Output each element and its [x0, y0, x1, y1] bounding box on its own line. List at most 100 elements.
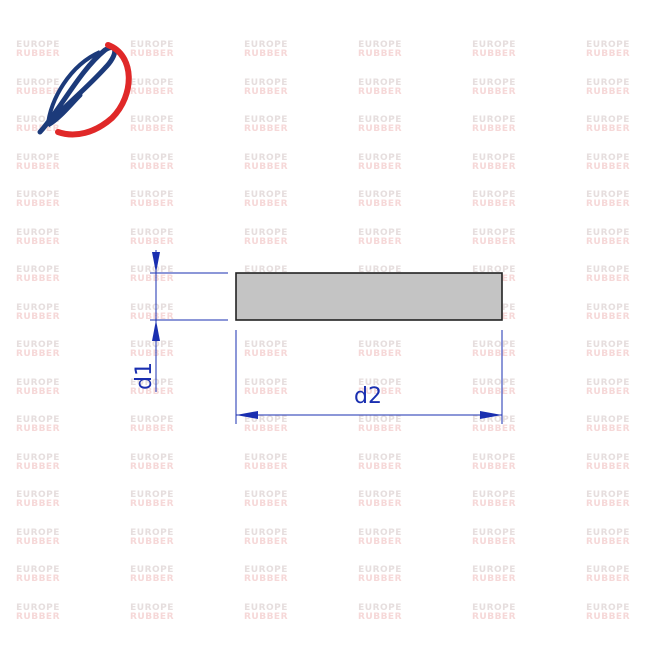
- watermark-line1: EUROPE: [130, 415, 174, 425]
- watermark-line1: EUROPE: [16, 415, 60, 425]
- watermark-line2: RUBBER: [243, 386, 289, 397]
- watermark-line2: RUBBER: [585, 536, 631, 547]
- watermark-line1: EUROPE: [586, 377, 630, 388]
- dimension-d2: [235, 330, 503, 424]
- watermark-line1: EUROPE: [586, 265, 630, 275]
- watermark-line2: RUBBER: [243, 536, 289, 547]
- watermark-line2: RUBBER: [243, 124, 289, 134]
- watermark-line1: EUROPE: [16, 452, 60, 463]
- watermark-line1: EUROPE: [358, 340, 402, 350]
- watermark-line2: RUBBER: [15, 424, 61, 434]
- watermark-line1: EUROPE: [472, 227, 516, 238]
- watermark-line2: RUBBER: [357, 199, 403, 209]
- watermark-line1: EUROPE: [244, 490, 288, 500]
- watermark-line2: RUBBER: [585, 499, 631, 509]
- watermark-line1: EUROPE: [16, 190, 60, 200]
- watermark-line1: EUROPE: [16, 340, 60, 350]
- watermark-line2: RUBBER: [243, 49, 289, 59]
- watermark-line1: EUROPE: [16, 490, 60, 500]
- watermark-line1: EUROPE: [244, 227, 288, 238]
- watermark-line1: EUROPE: [358, 227, 402, 238]
- watermark-line2: RUBBER: [243, 161, 289, 172]
- watermark-line1: EUROPE: [16, 527, 60, 538]
- watermark-line2: RUBBER: [15, 499, 61, 509]
- watermark-line1: EUROPE: [244, 265, 288, 275]
- watermark-line2: RUBBER: [15, 199, 61, 209]
- watermark-line2: RUBBER: [129, 161, 175, 172]
- watermark-line1: EUROPE: [358, 602, 402, 613]
- watermark-line1: EUROPE: [244, 115, 288, 125]
- watermark-line1: EUROPE: [130, 40, 174, 50]
- watermark-line2: RUBBER: [471, 199, 517, 209]
- watermark-line2: RUBBER: [243, 236, 289, 247]
- watermark-line2: RUBBER: [585, 49, 631, 59]
- watermark-line2: RUBBER: [15, 611, 61, 622]
- watermark-line1: EUROPE: [358, 490, 402, 500]
- watermark-line1: EUROPE: [586, 302, 630, 313]
- watermark-line1: EUROPE: [358, 415, 402, 425]
- watermark-line2: RUBBER: [357, 461, 403, 472]
- watermark-line1: EUROPE: [586, 415, 630, 425]
- watermark-line1: EUROPE: [130, 77, 174, 88]
- watermark-line2: RUBBER: [129, 424, 175, 434]
- watermark-line2: RUBBER: [15, 574, 61, 584]
- watermark-line2: RUBBER: [243, 349, 289, 359]
- watermark-line2: RUBBER: [15, 274, 61, 284]
- watermark-line1: EUROPE: [16, 40, 60, 50]
- watermark-line1: EUROPE: [472, 190, 516, 200]
- watermark-line2: RUBBER: [129, 499, 175, 509]
- watermark-line1: EUROPE: [16, 565, 60, 575]
- watermark-line2: RUBBER: [357, 536, 403, 547]
- watermark-line2: RUBBER: [585, 574, 631, 584]
- watermark-line1: EUROPE: [358, 452, 402, 463]
- watermark-line1: EUROPE: [586, 602, 630, 613]
- watermark-line2: RUBBER: [15, 311, 61, 322]
- watermark-line1: EUROPE: [130, 602, 174, 613]
- watermark-line1: EUROPE: [472, 565, 516, 575]
- watermark-line2: RUBBER: [129, 236, 175, 247]
- watermark-line1: EUROPE: [472, 340, 516, 350]
- watermark-line1: EUROPE: [472, 490, 516, 500]
- watermark-line2: RUBBER: [15, 161, 61, 172]
- watermark-line1: EUROPE: [586, 340, 630, 350]
- watermark-line1: EUROPE: [16, 152, 60, 163]
- watermark-line1: EUROPE: [586, 115, 630, 125]
- brand-logo: [37, 42, 132, 138]
- watermark-line1: EUROPE: [358, 77, 402, 88]
- watermark-line2: RUBBER: [129, 49, 175, 59]
- watermark-line1: EUROPE: [130, 340, 174, 350]
